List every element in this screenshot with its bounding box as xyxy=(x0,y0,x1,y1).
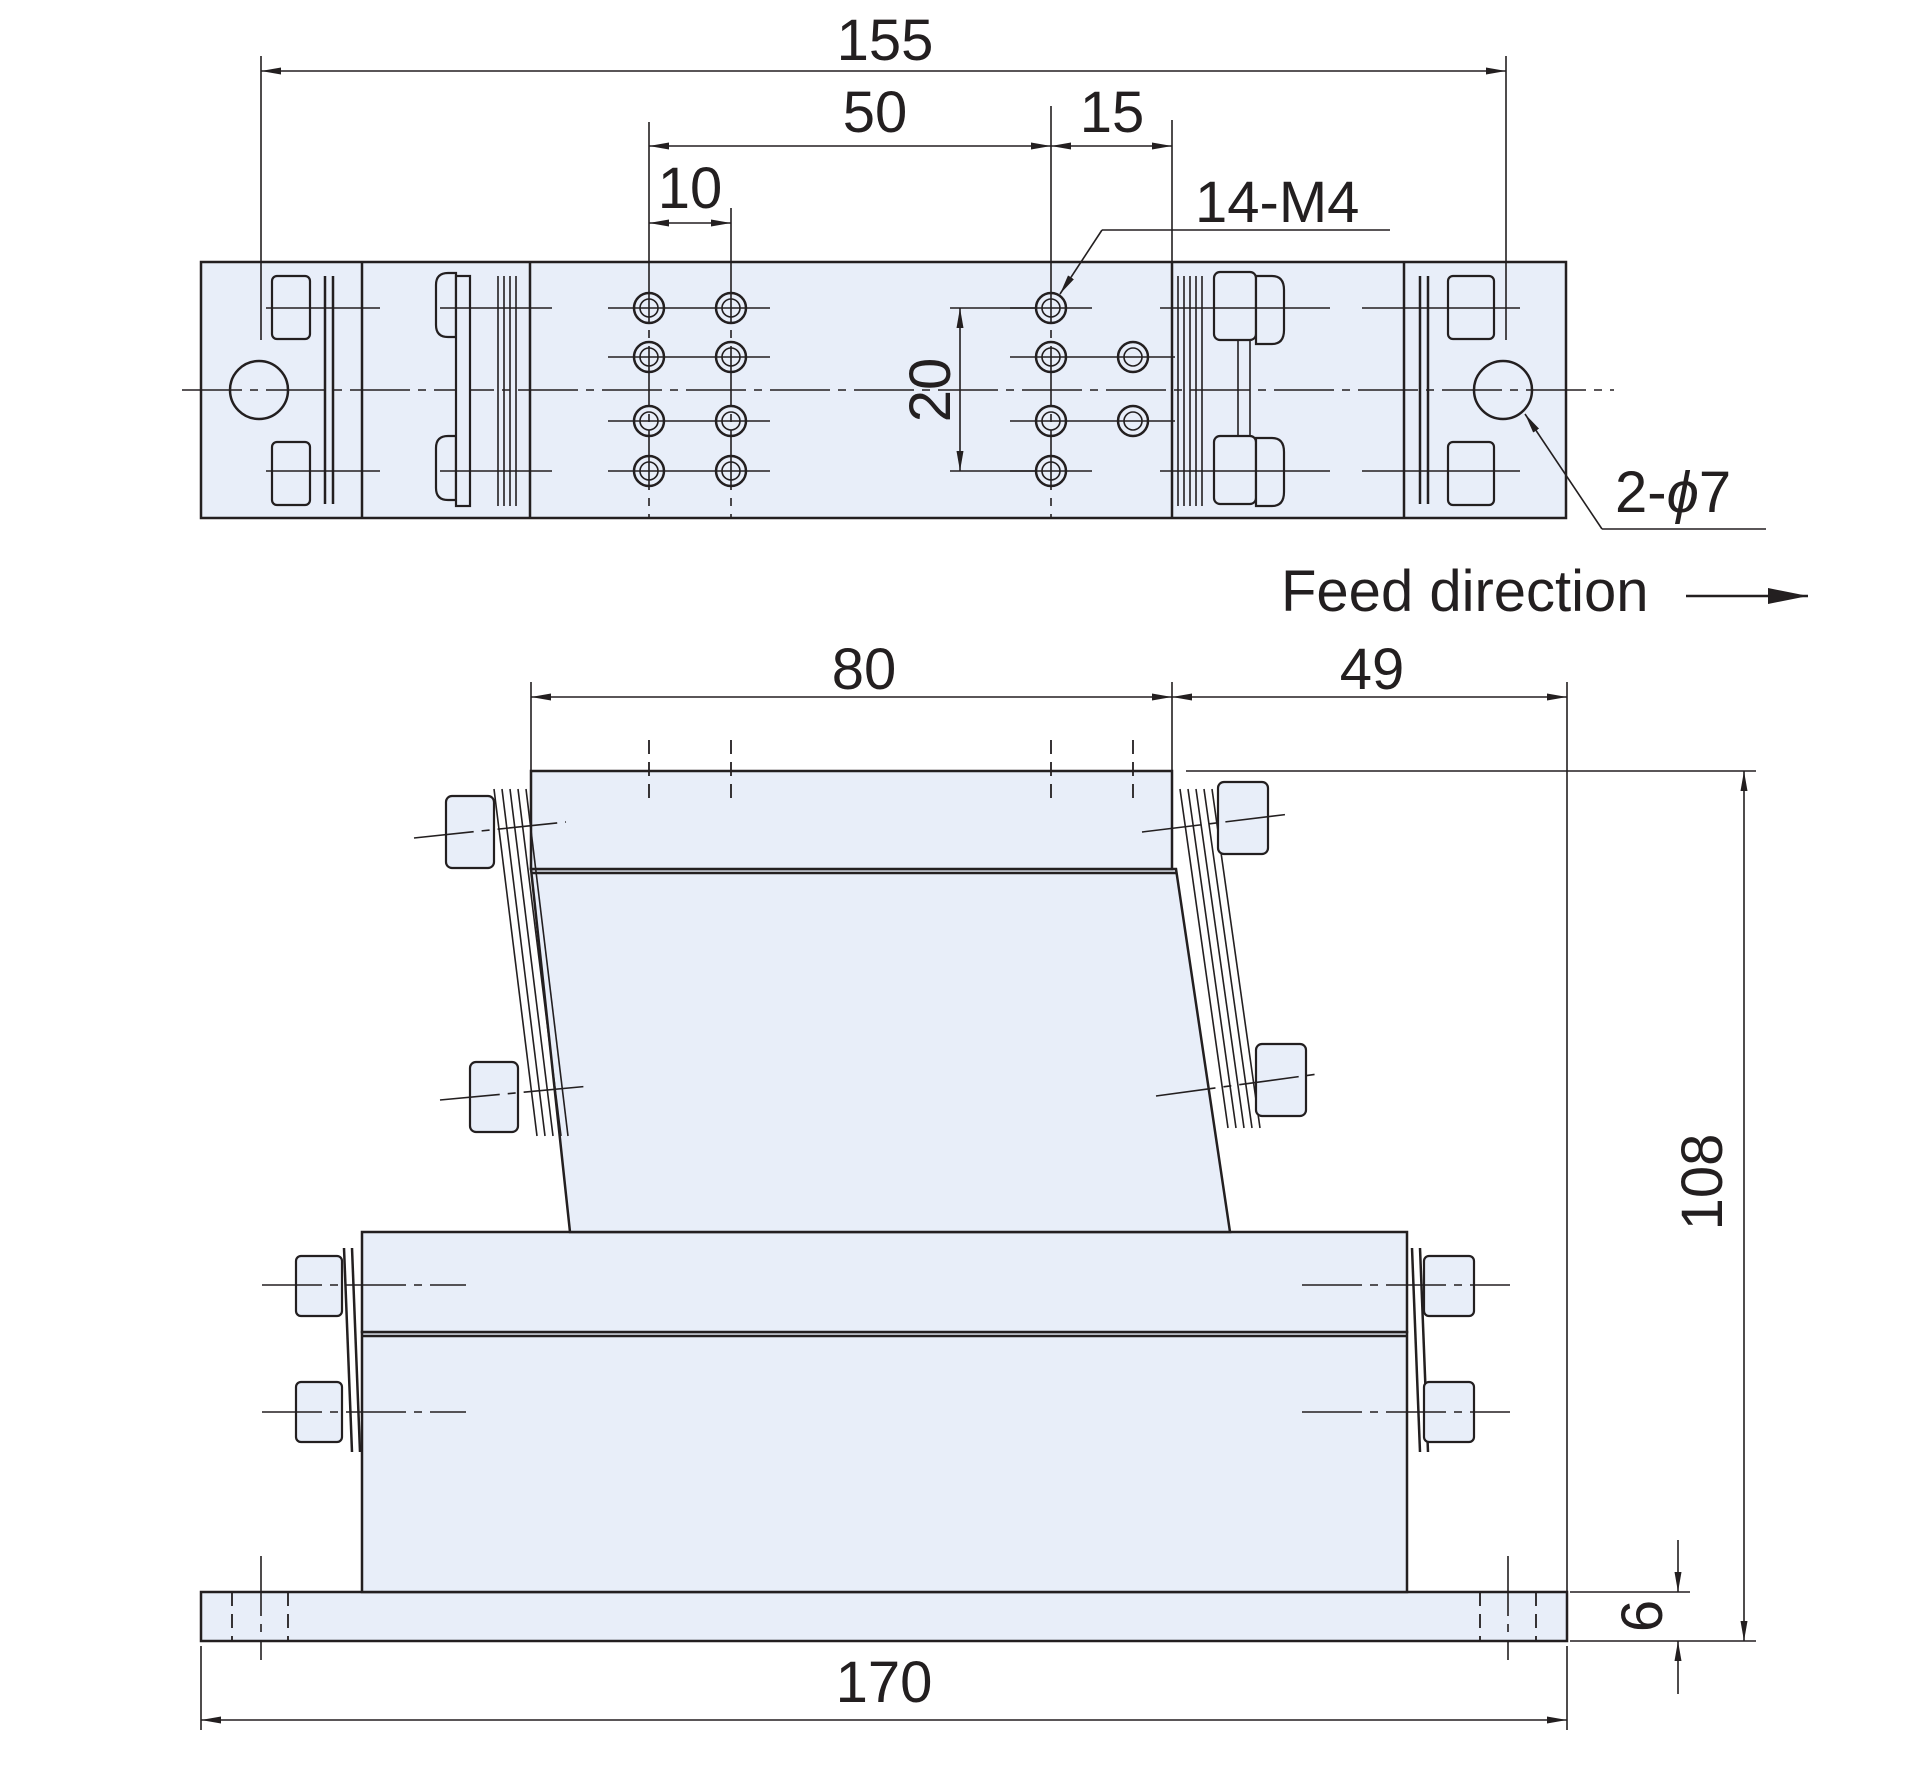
base-plate xyxy=(199,1590,1569,1643)
tapped-holes-callout: 14-M4 xyxy=(1195,170,1359,235)
front-view xyxy=(199,740,1569,1660)
through-hole-right xyxy=(1472,359,1534,421)
feed-direction-label: Feed direction xyxy=(1281,559,1649,624)
upper-stage-table xyxy=(529,769,1174,871)
through-holes-callout: 2-ϕ7 xyxy=(1615,460,1731,525)
upper-left-bellows xyxy=(413,788,591,1137)
dim-20-label: 20 xyxy=(898,358,963,423)
feed-direction-indicator: Feed direction xyxy=(1281,559,1808,624)
dim-49-label: 49 xyxy=(1340,637,1405,702)
dim-155-label: 155 xyxy=(837,8,934,73)
dim-108-label: 108 xyxy=(1670,1134,1735,1231)
top-view-dimensions: 155 50 15 10 20 14-M4 2-ϕ7 xyxy=(260,8,1766,530)
lower-right-fittings xyxy=(1302,1247,1510,1453)
top-left-end-fittings xyxy=(266,274,380,507)
top-right-bellows-fittings xyxy=(1160,270,1330,508)
dim-50-label: 50 xyxy=(843,80,908,145)
dim-80-label: 80 xyxy=(832,637,897,702)
dim-15-label: 15 xyxy=(1080,80,1145,145)
dim-10-label: 10 xyxy=(658,156,723,221)
upper-stage-body xyxy=(529,867,1232,1234)
dim-170-label: 170 xyxy=(836,1650,933,1715)
top-right-end-fittings xyxy=(1362,274,1520,507)
tapped-holes-left-group xyxy=(608,262,770,518)
lower-stage-table xyxy=(360,1230,1409,1334)
lower-stage-body xyxy=(360,1330,1409,1594)
dim-6-label: 6 xyxy=(1610,1600,1675,1632)
top-view xyxy=(182,260,1614,520)
front-view-dimensions: 80 49 108 6 170 xyxy=(200,637,1756,1730)
top-left-bellows-fittings xyxy=(434,271,552,508)
through-hole-left xyxy=(228,359,290,421)
lower-left-fittings xyxy=(262,1247,466,1453)
upper-right-bellows xyxy=(1141,780,1319,1129)
